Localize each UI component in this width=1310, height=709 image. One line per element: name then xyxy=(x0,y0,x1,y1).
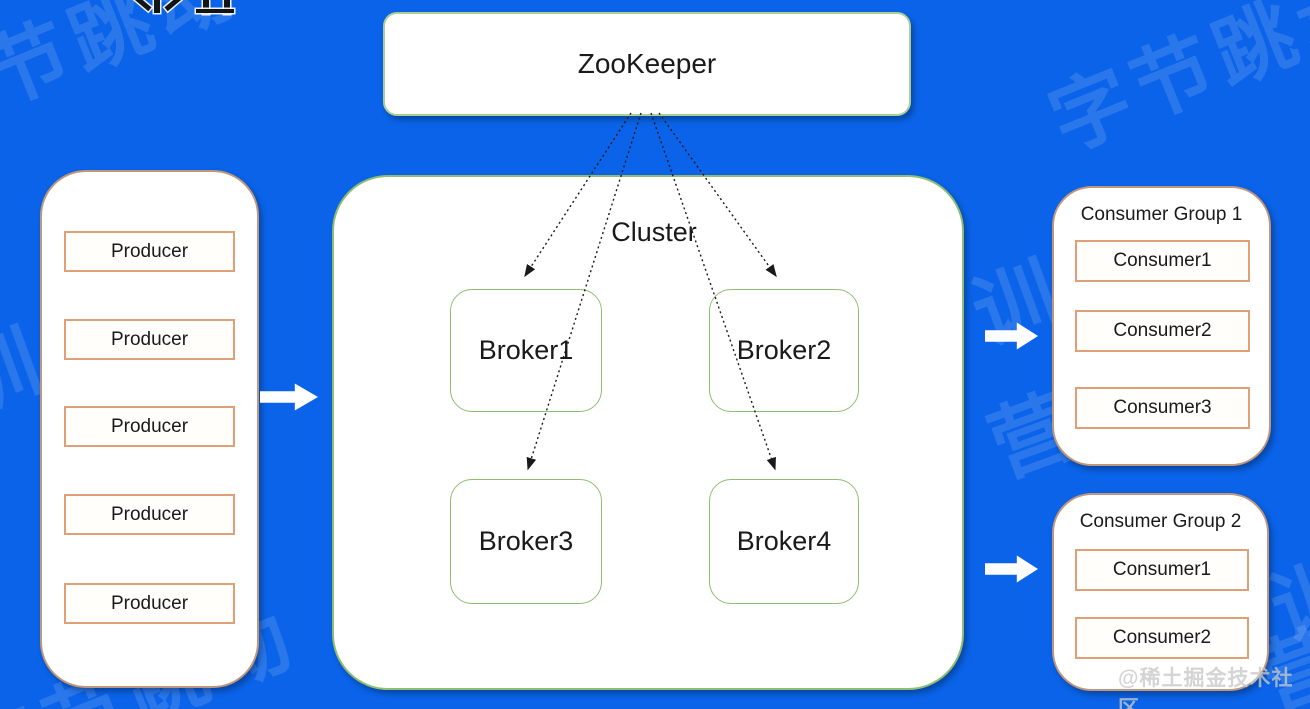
clipped-title-fragment xyxy=(224,0,230,14)
clipped-title-fragment xyxy=(154,0,160,13)
brand-watermark-top-left: 字节跳动 xyxy=(0,0,254,154)
producers-to-cluster-arrow-icon xyxy=(260,383,318,411)
consumer-group-2-title: Consumer Group 2 xyxy=(1079,511,1242,532)
clipped-title-fragment xyxy=(164,0,182,12)
consumer-group-1-title: Consumer Group 1 xyxy=(1080,204,1243,225)
consumer-group-1-panel: Consumer Group 1 Consumer1 Consumer2 Con… xyxy=(1052,186,1271,466)
producer-node: Producer xyxy=(64,583,235,624)
producer-node: Producer xyxy=(64,406,235,447)
broker2-node: Broker2 xyxy=(709,289,859,412)
clipped-title-fragment xyxy=(196,9,234,13)
producer-node: Producer xyxy=(64,494,235,535)
producer-node: Producer xyxy=(64,319,235,360)
community-credit-watermark: @稀土掘金技术社区 xyxy=(1118,667,1294,709)
consumer-node: Consumer3 xyxy=(1075,387,1250,429)
cluster-to-group2-arrow-icon xyxy=(985,555,1038,583)
broker3-node: Broker3 xyxy=(450,479,602,604)
broker4-node: Broker4 xyxy=(709,479,859,604)
zookeeper-node: ZooKeeper xyxy=(383,12,911,116)
consumer-node: Consumer1 xyxy=(1075,549,1249,591)
broker1-node: Broker1 xyxy=(450,289,602,412)
cluster-to-group1-arrow-icon xyxy=(985,322,1038,350)
clipped-title-fragment xyxy=(134,0,152,12)
producers-panel: Producer Producer Producer Producer Prod… xyxy=(40,170,259,688)
brand-watermark-top-right: 字节跳动 xyxy=(1037,0,1310,168)
consumer-node: Consumer1 xyxy=(1075,240,1250,282)
clipped-title-fragment xyxy=(203,0,209,14)
cluster-panel: Cluster Broker1 Broker2 Broker3 Broker4 xyxy=(332,175,964,690)
consumer-node: Consumer2 xyxy=(1075,617,1249,659)
consumer-node: Consumer2 xyxy=(1075,310,1250,352)
cluster-label: Cluster xyxy=(611,217,697,247)
consumer-group-2-panel: Consumer Group 2 Consumer1 Consumer2 xyxy=(1052,493,1269,691)
producer-node: Producer xyxy=(64,231,235,272)
